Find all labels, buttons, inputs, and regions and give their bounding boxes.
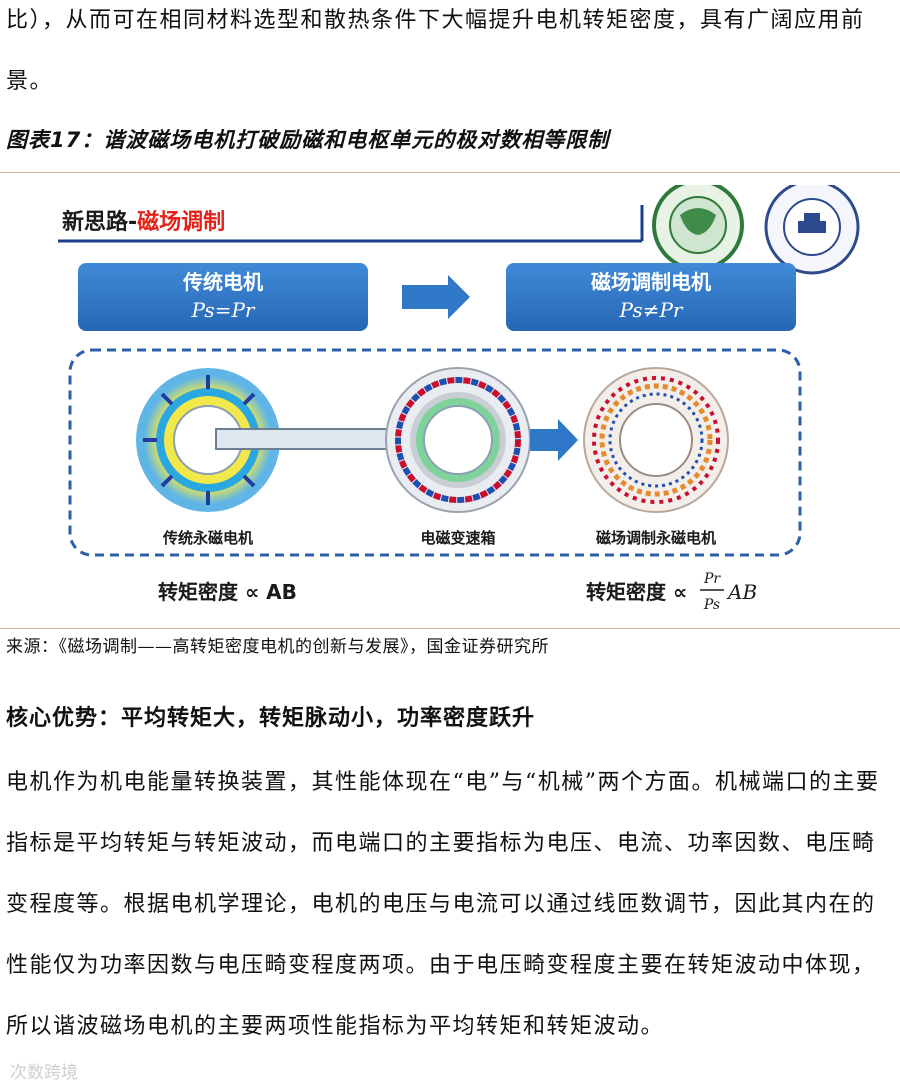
source-rule [0, 628, 900, 629]
university-logo-right [764, 179, 860, 275]
university-logo-left [652, 179, 744, 271]
box-modulation-title: 磁场调制电机 [591, 270, 711, 294]
box-conventional-formula: Ps=Pr [191, 298, 256, 322]
motor-conventional-pm [136, 368, 280, 512]
label-conventional-pm: 传统永磁电机 [162, 529, 253, 547]
figure-header: 新思路-磁场调制 [62, 209, 225, 235]
figure-caption: 图表17：谐波磁场电机打破励磁和电枢单元的极对数相等限制 [6, 128, 610, 152]
arrow-right-icon-2 [530, 419, 578, 461]
section-heading: 核心优势：平均转矩大，转矩脉动小，功率密度跃升 [6, 706, 536, 731]
watermark: 次数跨境 [10, 1063, 78, 1083]
figure-magnetic-modulation: 新思路-磁场调制 传统电机 Ps=Pr 磁场调制电机 Ps≠Pr [30, 179, 870, 625]
svg-text:AB: AB [726, 580, 757, 604]
box-modulation-motor [506, 263, 796, 331]
motor-panel [68, 348, 802, 557]
box-modulation-formula: Ps≠Pr [619, 298, 684, 322]
body-paragraph: 电机作为机电能量转换装置，其性能体现在“电”与“机械”两个方面。机械端口的主要指… [6, 770, 880, 1039]
caption-rule [0, 172, 900, 173]
svg-text:Pr: Pr [703, 571, 721, 587]
intro-paragraph: 比），从而可在相同材料选型和散热条件下大幅提升电机转矩密度，具有广阔应用前景。 [6, 8, 865, 94]
figure-source: 来源：《磁场调制——高转矩密度电机的创新与发展》，国金证券研究所 [6, 637, 549, 657]
density-left: 转矩密度 ∝ AB [158, 580, 297, 604]
motor-magnetic-gearbox [385, 367, 531, 513]
motor-modulation-pm [583, 367, 729, 513]
svg-text:Ps: Ps [703, 597, 720, 613]
label-modulation-pm: 磁场调制永磁电机 [596, 529, 716, 547]
arrow-right-icon [402, 275, 470, 319]
label-magnetic-gearbox: 电磁变速箱 [420, 529, 495, 547]
box-conventional-motor [78, 263, 368, 331]
density-right: 转矩密度 ∝ Pr Ps AB [586, 571, 757, 613]
box-conventional-title: 传统电机 [182, 270, 263, 294]
figure-svg: 新思路-磁场调制 传统电机 Ps=Pr 磁场调制电机 Ps≠Pr [58, 179, 860, 613]
svg-text:转矩密度 ∝: 转矩密度 ∝ [586, 580, 687, 604]
